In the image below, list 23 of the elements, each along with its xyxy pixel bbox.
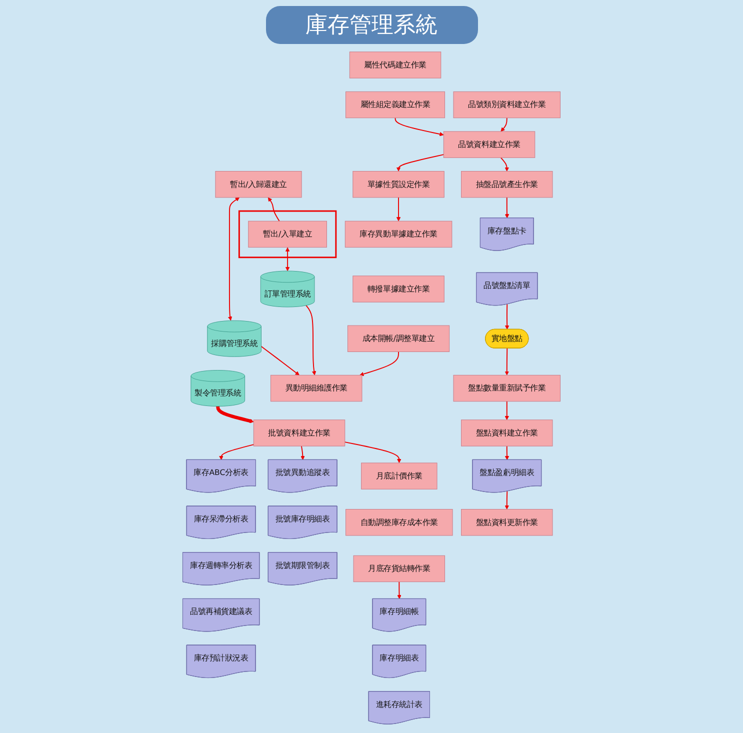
arrow <box>504 490 510 510</box>
arrow <box>504 400 510 420</box>
arrow <box>504 196 510 218</box>
arrow <box>285 247 290 272</box>
arrow <box>504 348 510 376</box>
cluster <box>238 210 337 258</box>
arrow <box>396 196 401 222</box>
title-banner: 庫存管理系統 <box>266 6 478 44</box>
arrow <box>360 351 399 376</box>
arrow <box>394 117 444 136</box>
arrow <box>260 346 300 376</box>
arrow <box>397 581 402 600</box>
arrow <box>344 442 402 464</box>
arrow <box>306 304 316 376</box>
arrow <box>228 197 240 321</box>
arrow <box>500 117 508 132</box>
arrow <box>300 446 305 460</box>
arrow <box>504 446 510 460</box>
arrow <box>268 197 280 222</box>
arrow <box>500 157 510 172</box>
arrow <box>504 304 510 330</box>
arrow <box>396 154 444 172</box>
arrow <box>219 444 254 460</box>
